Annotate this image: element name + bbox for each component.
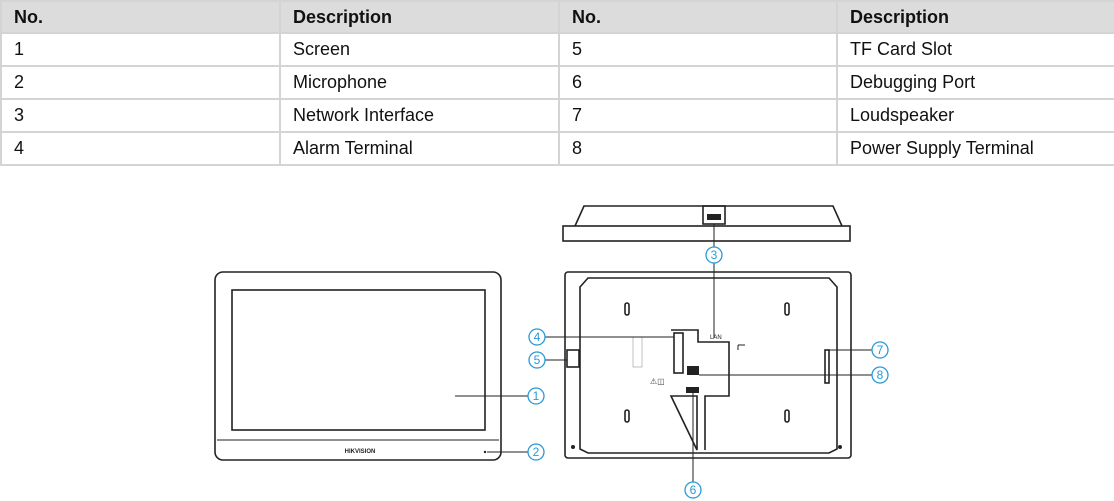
cell: 1 xyxy=(0,32,281,67)
cell: Network Interface xyxy=(279,98,560,133)
table-header-row: No. Description No. Description xyxy=(0,0,1114,34)
cell: 7 xyxy=(558,98,838,133)
callout-1: 1 xyxy=(527,387,545,405)
cell: 5 xyxy=(558,32,838,67)
header-description: Description xyxy=(836,0,1114,34)
svg-text:1: 1 xyxy=(533,389,540,403)
cell: Loudspeaker xyxy=(836,98,1114,133)
svg-text:2: 2 xyxy=(533,445,540,459)
cell: Microphone xyxy=(279,65,560,100)
callout-6: 6 xyxy=(684,481,702,499)
svg-text:7: 7 xyxy=(877,343,884,357)
callout-5: 5 xyxy=(528,351,546,369)
cell: Screen xyxy=(279,32,560,67)
svg-text:6: 6 xyxy=(690,483,697,497)
brand-logo: HIKVISION xyxy=(345,449,376,455)
callout-4: 4 xyxy=(528,328,546,346)
header-no: No. xyxy=(0,0,281,34)
cell: 8 xyxy=(558,131,838,166)
front-view: HIKVISION xyxy=(214,271,528,461)
callout-3: 3 xyxy=(705,246,723,264)
svg-text:5: 5 xyxy=(534,353,541,367)
header-description: Description xyxy=(279,0,560,34)
svg-text:8: 8 xyxy=(877,368,884,382)
cell: TF Card Slot xyxy=(836,32,1114,67)
callout-7: 7 xyxy=(871,341,889,359)
back-view: LAN ⚠◫ xyxy=(545,262,872,482)
cell: 6 xyxy=(558,65,838,100)
svg-text:3: 3 xyxy=(711,248,718,262)
svg-text:⚠◫: ⚠◫ xyxy=(650,377,665,386)
cell: 3 xyxy=(0,98,281,133)
cell: Power Supply Terminal xyxy=(836,131,1114,166)
cell: Debugging Port xyxy=(836,65,1114,100)
callout-8: 8 xyxy=(871,366,889,384)
top-view xyxy=(562,205,851,247)
cell: Alarm Terminal xyxy=(279,131,560,166)
cell: 4 xyxy=(0,131,281,166)
cell: 2 xyxy=(0,65,281,100)
callout-2: 2 xyxy=(527,443,545,461)
header-no: No. xyxy=(558,0,838,34)
svg-text:4: 4 xyxy=(534,330,541,344)
lan-label: LAN xyxy=(710,335,722,341)
